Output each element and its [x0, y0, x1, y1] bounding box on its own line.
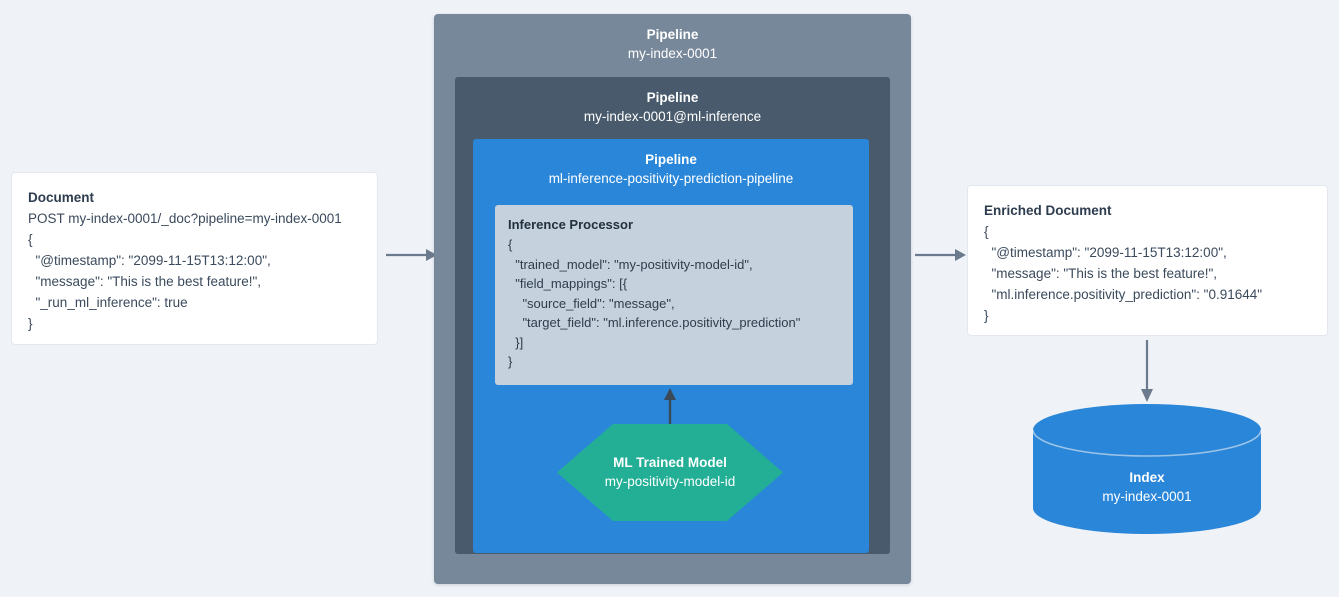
enriched-document-card-line: "message": "This is the best feature!", [984, 266, 1218, 281]
inference-processor-box: Inference Processor { "trained_model": "… [495, 205, 853, 385]
connector-document-to-pipeline [386, 249, 437, 261]
document-card-line: "_run_ml_inference": true [28, 295, 188, 310]
ml-trained-model-kind-label: ML Trained Model [613, 455, 727, 470]
pipeline-outer-name-label: my-index-0001 [627, 46, 718, 61]
inference-processor-line: "field_mappings": [{ [508, 276, 628, 291]
enriched-document-card: Enriched Document { "@timestamp": "2099-… [967, 185, 1328, 336]
document-card-line: } [28, 316, 33, 331]
document-card-line: { [28, 232, 33, 247]
ml-trained-model-hexagon: ML Trained Model my-positivity-model-id [557, 424, 783, 521]
inference-processor-line: } [508, 354, 513, 369]
connector-enriched-document-to-index [1141, 340, 1153, 402]
pipeline-inner-header: Pipeline ml-inference-positivity-predict… [473, 139, 869, 189]
ml-trained-model-labels: ML Trained Model my-positivity-model-id [557, 424, 783, 521]
index-labels: Index my-index-0001 [1033, 440, 1261, 534]
document-card-line: "message": "This is the best feature!", [28, 274, 262, 289]
ml-trained-model-name-label: my-positivity-model-id [604, 474, 736, 489]
pipeline-mid-name-label: my-index-0001@ml-inference [583, 109, 762, 124]
enriched-document-card-title: Enriched Document [984, 203, 1112, 218]
inference-processor-line: { [508, 237, 513, 252]
index-cylinder: Index my-index-0001 [1033, 404, 1261, 534]
cylinder-shape [1033, 404, 1261, 534]
index-kind-label: Index [1129, 469, 1165, 485]
document-card-line: POST my-index-0001/_doc?pipeline=my-inde… [28, 211, 342, 226]
pipeline-inner-name-label: ml-inference-positivity-prediction-pipel… [548, 171, 794, 186]
index-name-label: my-index-0001 [1102, 488, 1192, 504]
document-card: Document POST my-index-0001/_doc?pipelin… [11, 172, 378, 345]
connector-pipeline-to-enriched-document [915, 249, 966, 261]
hexagon-shape [557, 424, 783, 521]
inference-processor-line: }] [508, 334, 524, 350]
enriched-document-card-line: "@timestamp": "2099-11-15T13:12:00", [984, 245, 1227, 260]
inference-processor-line: "trained_model": "my-positivity-model-id… [508, 256, 753, 272]
pipeline-outer-header: Pipeline my-index-0001 [434, 14, 911, 64]
enriched-document-card-line: "ml.inference.positivity_prediction": "0… [984, 287, 1263, 302]
inference-processor-title: Inference Processor [508, 217, 634, 232]
pipeline-outer-kind-label: Pipeline [646, 27, 699, 42]
pipeline-inner-kind-label: Pipeline [645, 152, 697, 167]
inference-processor-line: "target_field": "ml.inference.positivity… [508, 315, 801, 330]
pipeline-mid-header: Pipeline my-index-0001@ml-inference [455, 77, 890, 127]
document-card-line: "@timestamp": "2099-11-15T13:12:00", [28, 253, 271, 268]
enriched-document-card-line: } [984, 308, 989, 323]
document-card-title: Document [28, 190, 95, 205]
enriched-document-card-line: { [984, 224, 989, 239]
inference-processor-line: "source_field": "message", [508, 295, 675, 311]
pipeline-mid-kind-label: Pipeline [646, 90, 699, 105]
